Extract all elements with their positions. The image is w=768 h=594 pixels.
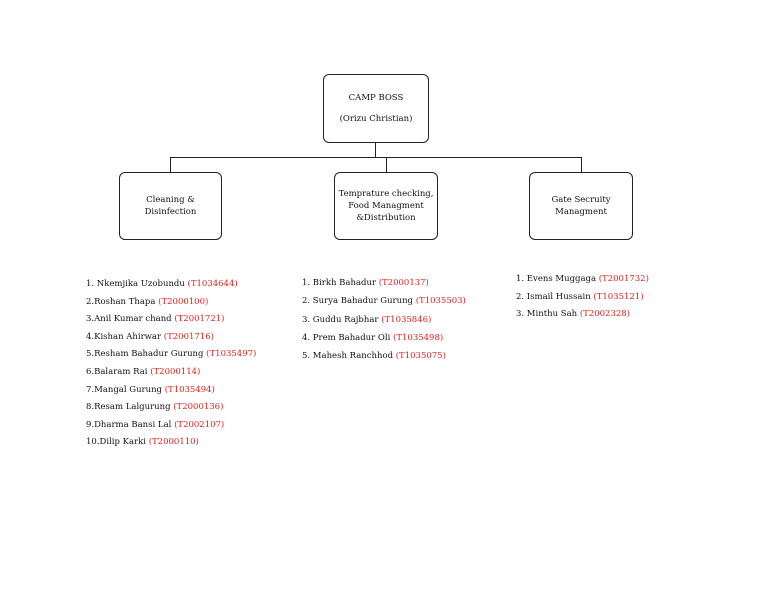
member-name: 3.Anil Kumar chand — [86, 314, 175, 325]
member-item: 2. Surya Bahadur Gurung (T1035503) — [302, 292, 466, 310]
member-id: (T1035121) — [593, 291, 644, 302]
member-item: 7.Mangal Gurung (T1035494) — [86, 382, 256, 400]
member-item: 3. Minthu Sah (T2002328) — [516, 306, 649, 324]
member-id: (T2002328) — [579, 309, 631, 320]
branch-label-line: Temprature checking, — [338, 189, 434, 199]
member-id: (T1035494) — [164, 384, 215, 395]
member-name: 6.Balaram Rai — [86, 366, 151, 377]
member-name: 2.Roshan Thapa — [86, 296, 159, 307]
member-item: 9.Dharma Bansi Lal (T2002107) — [86, 417, 256, 435]
member-id: (T1034644) — [187, 279, 238, 289]
member-name: 8.Resam Lalgurung — [86, 402, 174, 413]
member-item: 8.Resam Lalgurung (T2000136) — [86, 399, 256, 417]
member-id: (T1035075) — [395, 351, 446, 362]
branch-connector-line-2 — [581, 157, 582, 172]
gate-security-box: Gate Secruity Managment — [529, 172, 633, 240]
member-id: (T1035497) — [206, 349, 257, 360]
branch-label-line: Managment — [555, 207, 607, 217]
member-id: (T2001721) — [174, 314, 225, 325]
member-id: (T1035846) — [381, 314, 432, 325]
member-name: 1. Nkemjika Uzobundu — [86, 279, 188, 289]
branch-bus-line — [170, 157, 582, 158]
branch-label-line: Cleaning & — [146, 195, 195, 205]
member-item: 1. Nkemjika Uzobundu (T1034644) — [86, 276, 256, 294]
camp-boss-name: (Orizu Christian) — [339, 114, 413, 124]
member-name: 9.Dharma Bansi Lal — [86, 419, 175, 430]
gate-security-member-list: 1. Evens Muggaga (T2001732) 2. Ismail Hu… — [516, 271, 649, 324]
member-item: 3.Anil Kumar chand (T2001721) — [86, 311, 256, 329]
member-item: 1. Evens Muggaga (T2001732) — [516, 271, 649, 289]
member-id: (T1035503) — [415, 296, 466, 307]
member-name: 4.Kishan Ahirwar — [86, 331, 164, 342]
cleaning-disinfection-box: Cleaning & Disinfection — [119, 172, 222, 240]
member-id: (T2002107) — [174, 419, 225, 430]
member-id: (T2000137) — [378, 278, 429, 288]
member-item: 4.Kishan Ahirwar (T2001716) — [86, 329, 256, 347]
camp-boss-box: CAMP BOSS (Orizu Christian) — [323, 74, 429, 143]
temperature-food-distribution-box: Temprature checking, Food Managment &Dis… — [334, 172, 438, 240]
member-item: 3. Guddu Rajbhar (T1035846) — [302, 311, 466, 329]
branch-label-line: Gate Secruity — [551, 195, 611, 205]
cleaning-member-list: 1. Nkemjika Uzobundu (T1034644) 2.Roshan… — [86, 276, 256, 452]
member-item: 10.Dilip Karki (T2000110) — [86, 434, 256, 452]
member-id: (T2000100) — [158, 296, 209, 307]
member-name: 4. Prem Bahadur Oli — [302, 332, 394, 343]
branch-label-line: Food Managment — [348, 201, 424, 211]
member-id: (T2001716) — [163, 331, 214, 342]
member-id: (T2000114) — [150, 366, 201, 377]
member-name: 1. Birkh Bahadur — [302, 278, 379, 288]
branch-connector-line-0 — [170, 157, 171, 172]
temperature-member-list: 1. Birkh Bahadur (T2000137) 2. Surya Bah… — [302, 274, 466, 365]
member-name: 2. Surya Bahadur Gurung — [302, 296, 416, 307]
member-item: 2. Ismail Hussain (T1035121) — [516, 289, 649, 307]
member-name: 10.Dilip Karki — [86, 437, 149, 448]
member-name: 1. Evens Muggaga — [516, 274, 599, 284]
member-name: 2. Ismail Hussain — [516, 291, 594, 302]
member-name: 5. Mahesh Ranchhod — [302, 351, 396, 362]
member-id: (T2000136) — [173, 402, 224, 413]
member-id: (T1035498) — [393, 332, 444, 343]
branch-connector-line-1 — [386, 157, 387, 172]
camp-boss-title: CAMP BOSS — [348, 93, 404, 103]
member-item: 5. Mahesh Ranchhod (T1035075) — [302, 347, 466, 365]
root-connector-line — [375, 143, 376, 158]
member-name: 7.Mangal Gurung — [86, 384, 165, 395]
member-name: 3. Guddu Rajbhar — [302, 314, 382, 325]
branch-label-line: &Distribution — [356, 213, 416, 223]
member-item: 1. Birkh Bahadur (T2000137) — [302, 274, 466, 292]
member-name: 3. Minthu Sah — [516, 309, 580, 320]
member-item: 5.Resham Bahadur Gurung (T1035497) — [86, 346, 256, 364]
member-item: 4. Prem Bahadur Oli (T1035498) — [302, 329, 466, 347]
branch-label-line: Disinfection — [144, 207, 197, 217]
member-item: 6.Balaram Rai (T2000114) — [86, 364, 256, 382]
member-item: 2.Roshan Thapa (T2000100) — [86, 294, 256, 312]
member-id: (T2001732) — [598, 274, 649, 284]
member-id: (T2000110) — [148, 437, 199, 448]
member-name: 5.Resham Bahadur Gurung — [86, 349, 207, 360]
